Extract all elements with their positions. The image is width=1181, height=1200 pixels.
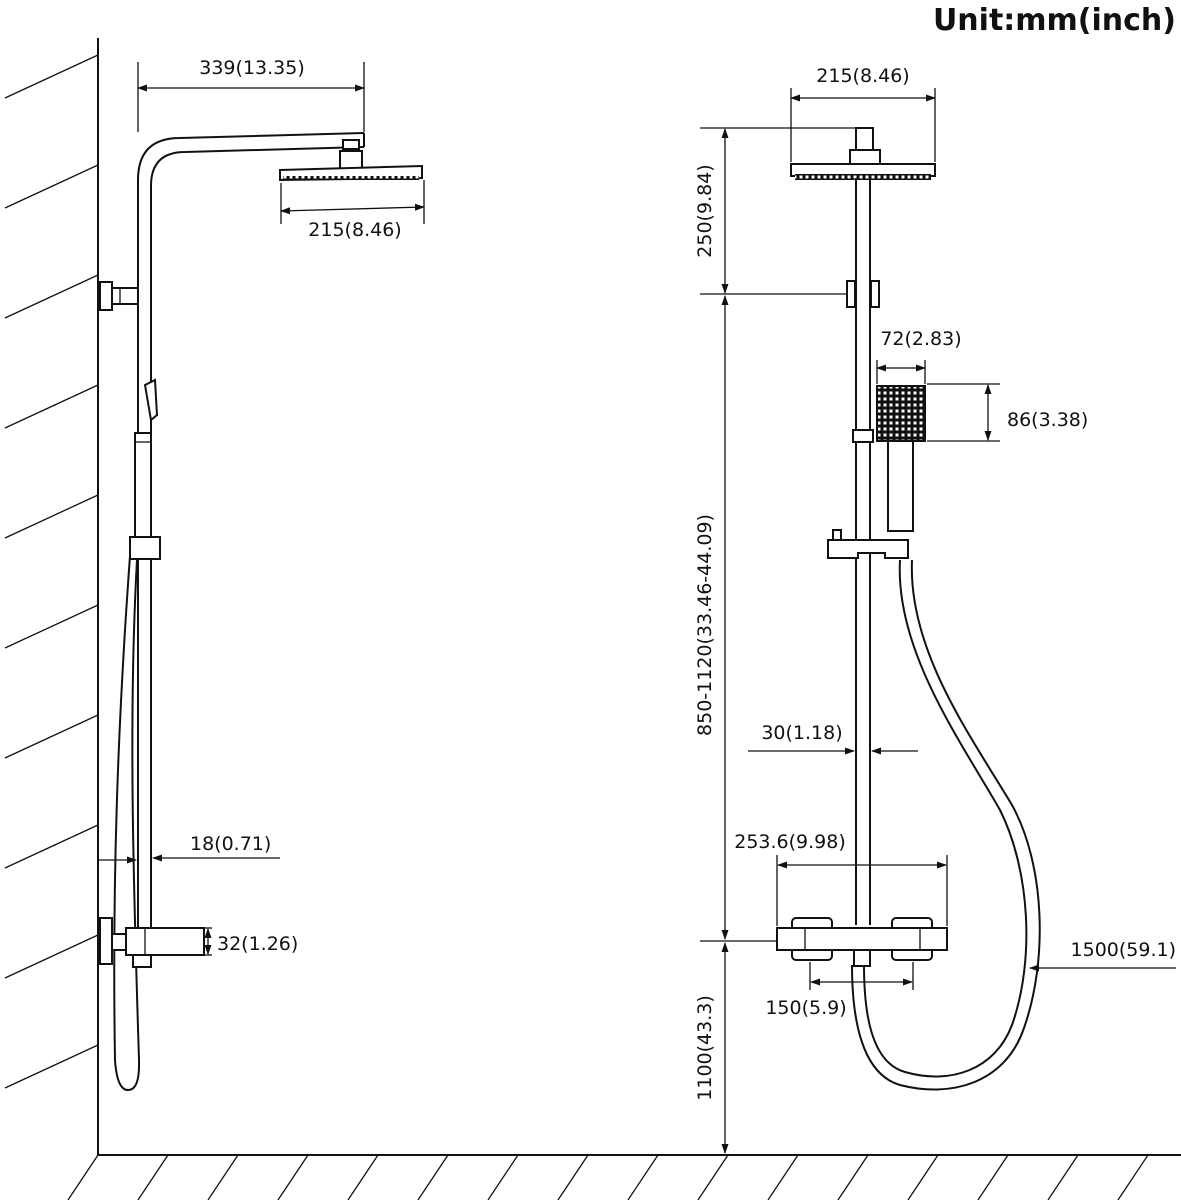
side-riser-inner — [150, 146, 365, 955]
front-handshower-height-label: 86(3.38) — [1007, 409, 1088, 431]
side-wall-gap-label: 18(0.71) — [190, 833, 271, 855]
front-head-width-label: 215(8.46) — [816, 65, 909, 87]
front-riser-coupling — [852, 429, 874, 443]
side-valve-height-label: 32(1.26) — [217, 933, 298, 955]
side-wall-bracket-arm — [111, 287, 139, 305]
front-head-to-bracket-label: 250(9.84) — [694, 164, 716, 257]
front-view — [776, 127, 1041, 1091]
front-hose-outlet — [853, 949, 871, 967]
front-slider-holder — [827, 539, 909, 559]
side-head-ball-joint — [339, 150, 363, 170]
unit-label: Unit:mm(inch) — [933, 3, 1176, 38]
side-valve-body — [125, 927, 205, 956]
front-arm-stub — [855, 127, 874, 151]
wall — [4, 38, 99, 1155]
floor — [67, 1154, 1181, 1200]
side-dimensions: 339(13.35) 215(8.46) 18(0.71) 32(1.26) — [98, 57, 425, 956]
front-valve-body — [776, 927, 948, 951]
side-wall-bracket-plate — [99, 281, 113, 311]
front-hose-length-label: 1500(59.1) — [1071, 939, 1176, 961]
front-bracket-right — [870, 280, 880, 308]
side-arm-connector — [342, 139, 360, 150]
side-slider-holder — [129, 536, 161, 560]
side-view — [99, 132, 423, 1092]
floor-hatching — [67, 1154, 1149, 1200]
front-valve-width-label: 253.6(9.98) — [734, 831, 846, 853]
side-hose-outlet — [132, 954, 152, 968]
front-dimensions: 215(8.46) 250(9.84) 850-1120(33.46-44.09… — [694, 65, 1176, 1154]
front-handshower-handle — [887, 440, 914, 532]
front-handshower-head — [876, 385, 926, 442]
front-head-joint — [849, 149, 881, 165]
side-handshower-head — [143, 378, 159, 422]
front-pipe-diameter-label: 30(1.18) — [761, 722, 842, 744]
front-bracket-left — [846, 280, 856, 308]
front-hose-outer — [863, 559, 1028, 1078]
front-hose-inner — [851, 559, 1041, 1091]
front-handshower-width-label: 72(2.83) — [880, 328, 961, 350]
front-inlet-centers-label: 150(5.9) — [765, 997, 846, 1019]
side-head-width-label: 215(8.46) — [308, 219, 401, 241]
front-valve-floor-height-label: 1100(43.3) — [694, 995, 716, 1100]
side-slide-bar-segment — [134, 432, 152, 544]
side-arm-length-label: 339(13.35) — [199, 57, 304, 79]
side-hose — [113, 555, 141, 1092]
side-riser-outer — [137, 132, 365, 955]
front-bar-height-label: 850-1120(33.46-44.09) — [694, 514, 716, 736]
side-wall-escutcheon — [99, 917, 113, 965]
side-valve-nut — [111, 933, 127, 951]
wall-hatching — [4, 54, 99, 1089]
